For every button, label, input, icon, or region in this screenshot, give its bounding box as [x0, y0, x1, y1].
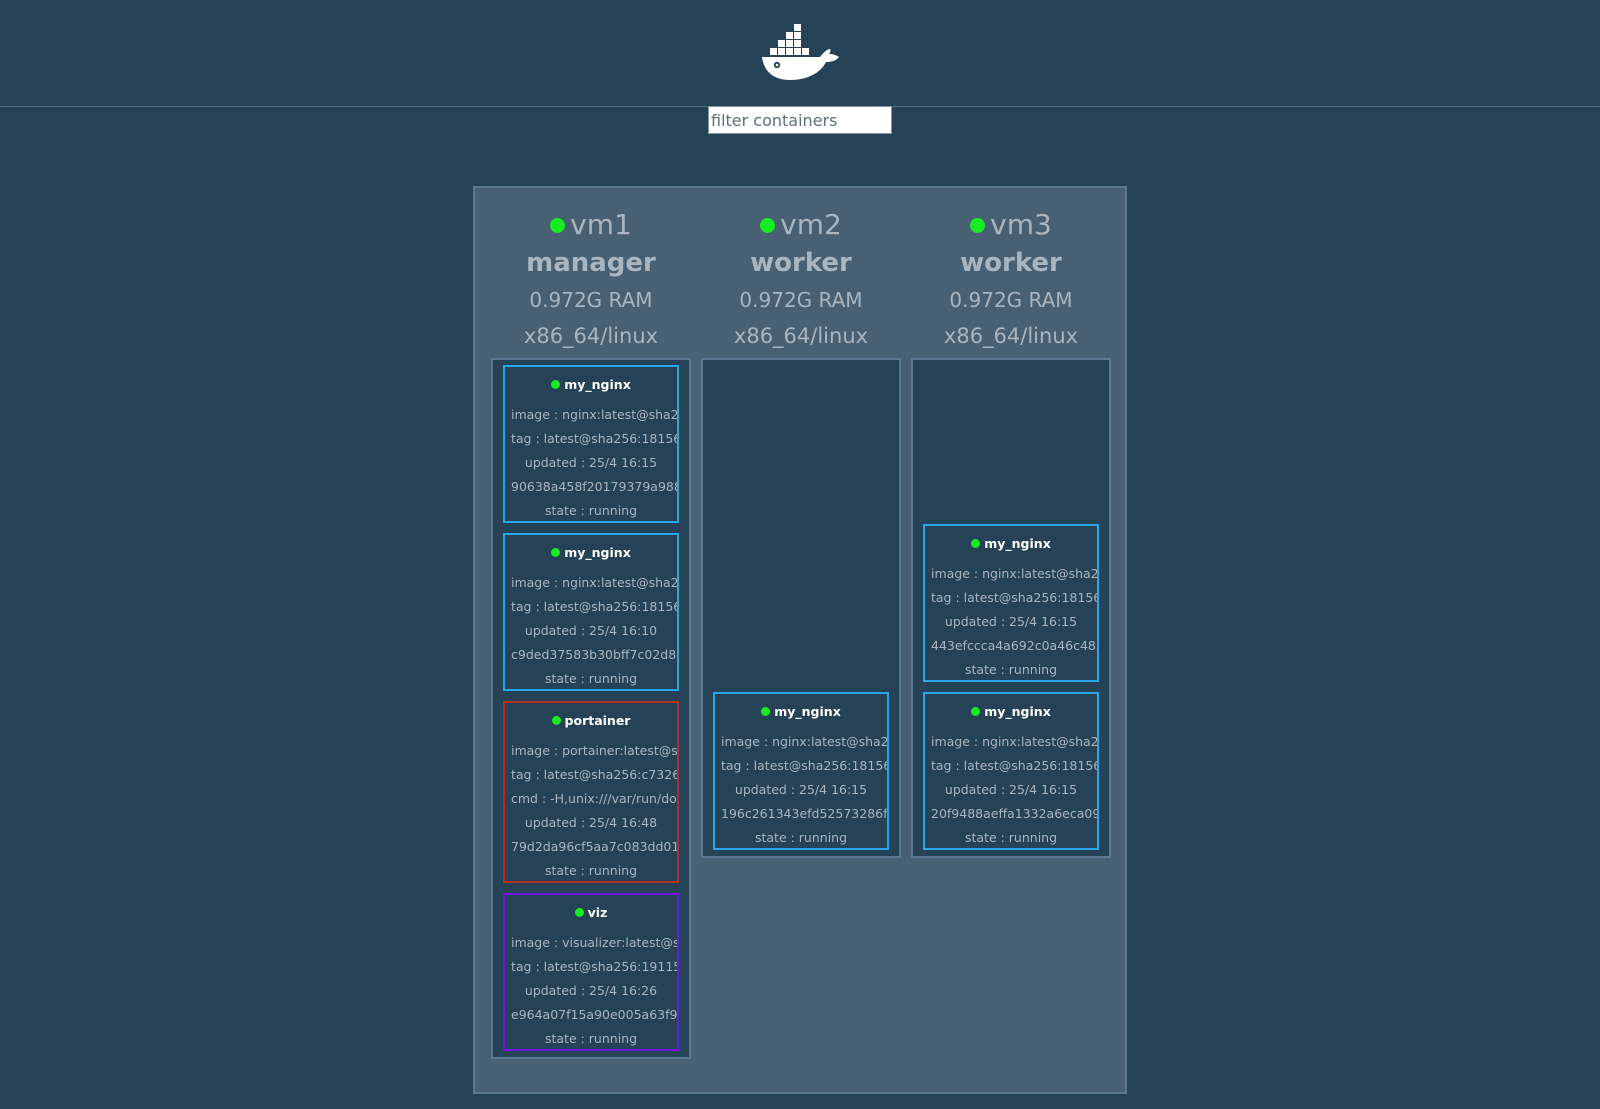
container-tag: tag : latest@sha256:18156dcd [931, 758, 1097, 773]
container-card[interactable]: my_nginx image : nginx:latest@sha256:181… [923, 692, 1099, 850]
node-vm3: vm3 worker 0.972G RAM x86_64/linux my_ng… [911, 188, 1111, 858]
node-role: manager [526, 248, 656, 278]
container-state: state : running [754, 830, 848, 845]
container-cmd: cmd : -H,unix:///var/run/docke [511, 791, 677, 806]
container-name: my_nginx [984, 704, 1051, 719]
filter-containers-input[interactable] [708, 106, 892, 134]
container-updated: updated : 25/4 16:48 [524, 815, 658, 830]
container-id: 196c261343efd52573286fb31 [721, 806, 887, 821]
container-updated: updated : 25/4 16:15 [524, 455, 658, 470]
container-tag: tag : latest@sha256:19115747 [511, 959, 677, 974]
node-vm2: vm2 worker 0.972G RAM x86_64/linux my_ng… [701, 188, 901, 858]
node-header: vm3 worker 0.972G RAM x86_64/linux [911, 207, 1111, 354]
container-state: state : running [964, 830, 1058, 845]
container-id: 79d2da96cf5aa7c083dd01e54 [511, 839, 677, 854]
container-tag: tag : latest@sha256:18156dcd [511, 431, 677, 446]
container-image: image : nginx:latest@sha256:18156dcd [511, 575, 677, 590]
container-status-dot [551, 380, 561, 389]
node-container-stack: my_nginx image : nginx:latest@sha256:181… [491, 358, 691, 1059]
container-name: my_nginx [564, 377, 631, 392]
header [0, 0, 1600, 107]
container-updated: updated : 25/4 16:15 [734, 782, 868, 797]
node-os: x86_64/linux [943, 324, 1079, 348]
container-name: my_nginx [984, 536, 1051, 551]
node-status-dot [760, 218, 776, 233]
container-card[interactable]: portainer image : portainer:latest@sha25… [503, 701, 679, 883]
node-header: vm2 worker 0.972G RAM x86_64/linux [701, 207, 901, 354]
node-os: x86_64/linux [523, 324, 659, 348]
container-updated: updated : 25/4 16:15 [944, 614, 1078, 629]
node-header: vm1 manager 0.972G RAM x86_64/linux [491, 207, 691, 354]
node-container-stack: my_nginx image : nginx:latest@sha256:181… [701, 358, 901, 858]
container-card[interactable]: my_nginx image : nginx:latest@sha256:181… [503, 365, 679, 523]
container-updated: updated : 25/4 16:26 [524, 983, 658, 998]
container-name: my_nginx [564, 545, 631, 560]
container-card[interactable]: my_nginx image : nginx:latest@sha256:181… [713, 692, 889, 850]
container-status-dot [551, 548, 561, 557]
node-status-dot [550, 218, 566, 233]
node-os: x86_64/linux [733, 324, 869, 348]
container-state: state : running [544, 671, 638, 686]
container-image: image : nginx:latest@sha256:18156dcd [931, 734, 1097, 749]
node-status-dot [970, 218, 986, 233]
node-role: worker [750, 248, 852, 278]
container-image: image : nginx:latest@sha256:18156dcd [721, 734, 887, 749]
container-id: 90638a458f20179379a988047 [511, 479, 677, 494]
node-role: worker [960, 248, 1062, 278]
container-card[interactable]: my_nginx image : nginx:latest@sha256:181… [923, 524, 1099, 682]
container-status-dot [971, 707, 981, 716]
container-tag: tag : latest@sha256:18156dcd [721, 758, 887, 773]
container-tag: tag : latest@sha256:18156dcd [511, 599, 677, 614]
container-card[interactable]: viz image : visualizer:latest@sha256 tag… [503, 893, 679, 1051]
container-tag: tag : latest@sha256:c73269fd2 [511, 767, 677, 782]
container-state: state : running [544, 503, 638, 518]
cluster-view: vm1 manager 0.972G RAM x86_64/linux my_n… [473, 186, 1127, 1094]
container-tag: tag : latest@sha256:18156dcd [931, 590, 1097, 605]
container-name: portainer [564, 713, 631, 728]
container-id: 20f9488aeffa1332a6eca09701 [931, 806, 1097, 821]
container-state: state : running [964, 662, 1058, 677]
node-name: vm2 [780, 208, 842, 241]
container-state: state : running [544, 1031, 638, 1046]
docker-logo-icon [762, 24, 839, 80]
container-status-dot [971, 539, 981, 548]
container-name: my_nginx [774, 704, 841, 719]
node-name: vm1 [570, 208, 632, 241]
container-status-dot [761, 707, 771, 716]
container-image: image : nginx:latest@sha256:18156dcd [511, 407, 677, 422]
container-status-dot [551, 716, 561, 725]
node-container-stack: my_nginx image : nginx:latest@sha256:181… [911, 358, 1111, 858]
node-vm1: vm1 manager 0.972G RAM x86_64/linux my_n… [491, 188, 691, 1059]
node-ram: 0.972G RAM [529, 288, 653, 312]
container-updated: updated : 25/4 16:10 [524, 623, 658, 638]
node-ram: 0.972G RAM [739, 288, 863, 312]
container-state: state : running [544, 863, 638, 878]
node-ram: 0.972G RAM [949, 288, 1073, 312]
container-card[interactable]: my_nginx image : nginx:latest@sha256:181… [503, 533, 679, 691]
container-id: 443efccca4a692c0a46c4853db [931, 638, 1097, 653]
container-status-dot [574, 908, 584, 917]
container-name: viz [587, 905, 608, 920]
container-id: e964a07f15a90e005a63f9868 [511, 1007, 677, 1022]
node-name: vm3 [990, 208, 1052, 241]
container-image: image : portainer:latest@sha256 [511, 743, 677, 758]
container-id: c9ded37583b30bff7c02d863b [511, 647, 677, 662]
container-image: image : visualizer:latest@sha256 [511, 935, 677, 950]
container-image: image : nginx:latest@sha256:18156dcd [931, 566, 1097, 581]
container-updated: updated : 25/4 16:15 [944, 782, 1078, 797]
